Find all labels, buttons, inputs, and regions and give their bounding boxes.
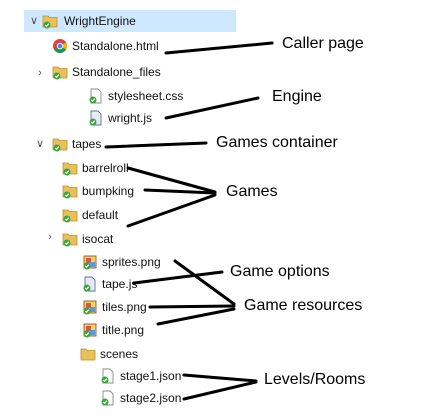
tree-label-stage2-json[interactable]: stage2.json xyxy=(120,391,182,405)
folder-icon xyxy=(80,348,96,361)
image-icon xyxy=(83,255,97,270)
image-icon xyxy=(83,300,97,315)
annotation-caller-page: Caller page xyxy=(282,35,364,52)
chevron-right-icon[interactable]: › xyxy=(48,231,52,243)
folder-icon xyxy=(52,138,68,152)
annotation-levels-rooms: Levels/Rooms xyxy=(264,371,366,388)
chrome-icon xyxy=(53,39,67,53)
folder-icon xyxy=(62,233,78,247)
folder-icon xyxy=(52,66,68,80)
annotation-game-resources: Game resources xyxy=(244,297,363,314)
annotation-game-options: Game options xyxy=(230,263,330,280)
tree-label-wright-js[interactable]: wright.js xyxy=(108,111,153,125)
tree-label-standalone-files[interactable]: Standalone_files xyxy=(72,65,161,79)
tree-label-sprites-png[interactable]: sprites.png xyxy=(102,255,161,269)
annotation-games: Games xyxy=(226,183,278,200)
tree-label-tiles-png[interactable]: tiles.png xyxy=(102,300,147,314)
tree-label-title-png[interactable]: title.png xyxy=(102,323,145,337)
tree-label-scenes[interactable]: scenes xyxy=(100,347,139,361)
file-icon xyxy=(89,88,102,104)
tree-label-tapes[interactable]: tapes xyxy=(72,137,102,151)
chevron-right-icon[interactable]: › xyxy=(38,67,42,79)
file-icon xyxy=(101,368,114,384)
tree-label-bumpking[interactable]: bumpking xyxy=(82,184,135,198)
tree-label-standalone-html[interactable]: Standalone.html xyxy=(72,39,159,53)
tree-label-stage1-json[interactable]: stage1.json xyxy=(120,369,182,383)
tree-label-root[interactable]: WrightEngine xyxy=(64,14,136,28)
tree-label-stylesheet[interactable]: stylesheet.css xyxy=(108,89,184,103)
annotation-engine: Engine xyxy=(272,88,322,105)
file-icon xyxy=(83,276,96,292)
folder-icon xyxy=(62,185,78,199)
folder-icon xyxy=(62,209,78,223)
tree-label-default[interactable]: default xyxy=(82,208,119,222)
tree-row-root[interactable] xyxy=(24,10,236,32)
file-icon xyxy=(89,110,102,126)
tree-label-tape-js[interactable]: tape.js xyxy=(102,277,138,291)
file-icon xyxy=(101,390,114,406)
tree-label-isocat[interactable]: isocat xyxy=(82,232,114,246)
folder-icon xyxy=(62,162,78,176)
chevron-down-icon[interactable]: ∨ xyxy=(35,138,45,150)
tree-label-barrelroll[interactable]: barrelroll xyxy=(82,161,129,175)
annotation-games-container: Games container xyxy=(216,134,338,151)
chevron-down-icon[interactable]: ∨ xyxy=(29,15,39,27)
image-icon xyxy=(83,323,97,338)
folder-icon xyxy=(42,15,58,29)
